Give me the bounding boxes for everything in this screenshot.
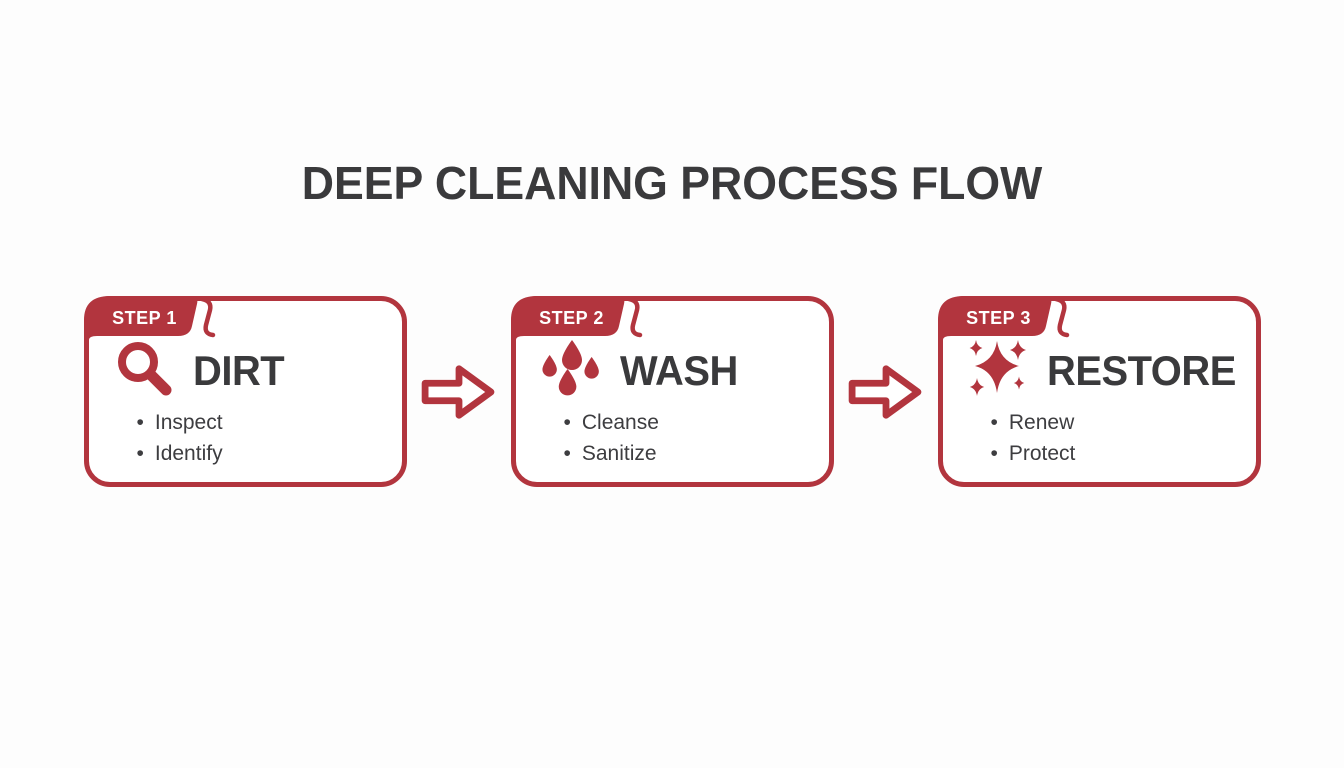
bullet-item: Renew	[991, 407, 1256, 438]
bullet-item: Inspect	[137, 407, 402, 438]
bullet-item: Identify	[137, 438, 402, 469]
step-card-wash: STEP 2	[510, 296, 834, 487]
step-tab-shape	[937, 296, 1069, 342]
step-card-dirt: STEP 1 DIRT Inspect Identify	[83, 296, 407, 487]
step-badge: STEP 1	[112, 307, 177, 328]
water-drops-icon	[541, 340, 599, 396]
right-arrow-icon	[848, 364, 921, 419]
step-title: RESTORE	[1046, 347, 1236, 394]
step-card-restore: STEP 3	[937, 296, 1261, 487]
connector-cell	[834, 296, 938, 487]
step-title: DIRT	[192, 347, 285, 394]
right-arrow-icon	[421, 364, 494, 419]
step-bullets: Renew Protect	[991, 407, 1256, 469]
step-title: WASH	[619, 347, 738, 394]
bullet-item: Sanitize	[564, 438, 829, 469]
step-badge: STEP 3	[966, 307, 1031, 328]
magnifier-icon	[117, 342, 171, 396]
step-bullets: Cleanse Sanitize	[564, 407, 829, 469]
step-tab-shape	[510, 296, 642, 342]
sparkles-icon	[969, 340, 1026, 396]
step-badge: STEP 2	[539, 307, 604, 328]
connector-cell	[407, 296, 511, 487]
bullet-item: Cleanse	[564, 407, 829, 438]
step-bullets: Inspect Identify	[137, 407, 402, 469]
bullet-item: Protect	[991, 438, 1256, 469]
step-tab-shape	[83, 296, 215, 342]
page-title: DEEP CLEANING PROCESS FLOW	[301, 157, 1043, 209]
process-flow: STEP 1 DIRT Inspect Identify	[0, 296, 1344, 487]
